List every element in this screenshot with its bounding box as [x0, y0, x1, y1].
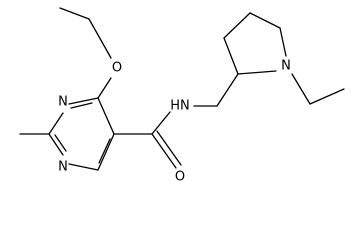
- bond-ethyl-ch3-ch2: [59, 7, 90, 20]
- bond-pyr-c4-c5: [249, 12, 281, 29]
- bond-c6-c5-inner: [98, 138, 111, 164]
- bond-pyr-c3-c4: [223, 12, 251, 39]
- ether-oxygen-label: O: [112, 61, 122, 76]
- pyrrolidine-nitrogen-label: N: [281, 59, 291, 74]
- bond-c4-n3: [68, 97, 99, 105]
- bond-pyr-n-c2: [237, 70, 277, 75]
- bond-carbonyl-c-o-double: [156, 130, 182, 166]
- bond-pyr-c5-n: [279, 27, 287, 57]
- bond-pyr-c2-c3: [223, 37, 239, 75]
- carbonyl-oxygen-label: O: [175, 170, 185, 185]
- amide-nh-label: HN: [170, 99, 190, 114]
- ring-nitrogen-bottom-label: N: [58, 160, 68, 175]
- ring-nitrogen-top-label: N: [58, 95, 68, 110]
- bond-c4-n3-inner: [70, 102, 93, 109]
- bond-n1-c6: [68, 163, 99, 171]
- bond-c2-n1: [48, 133, 64, 156]
- bond-c2-n1-inner: [54, 134, 67, 152]
- bond-c5-c4: [97, 97, 115, 135]
- bond-ethyl-ch2-o: [88, 18, 112, 59]
- bond-c6-c5: [97, 133, 115, 171]
- molecule-drawing: O N N O HN N: [19, 7, 345, 185]
- bond-carbonyl-c-o: [151, 133, 177, 169]
- structure-diagram: O N N O HN N: [19, 7, 345, 185]
- bond-n-ethyl-ch2: [291, 73, 311, 105]
- bond-carbonyl-c-n: [151, 111, 171, 135]
- bond-n3-c2: [48, 112, 64, 135]
- bond-ch2-c2-pyrrolidine: [216, 73, 239, 107]
- bond-ethyl-ch2-ch3: [309, 88, 345, 105]
- bond-o-c4: [97, 77, 112, 99]
